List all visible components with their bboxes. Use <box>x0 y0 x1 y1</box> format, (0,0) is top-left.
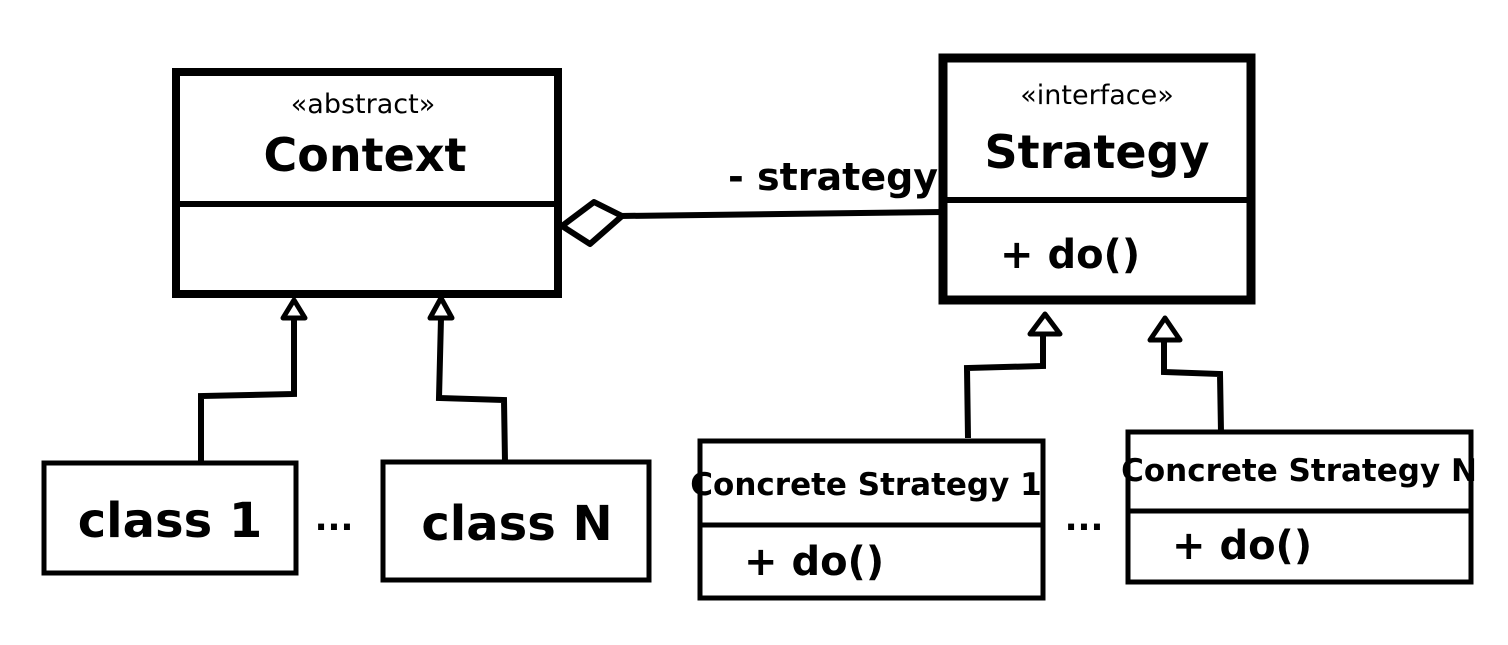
realization-line <box>963 336 1046 439</box>
class-n-name: class N <box>421 496 612 552</box>
concrete-strategy-n-method: + do() <box>1172 523 1312 569</box>
class-1-name: class 1 <box>78 493 263 549</box>
association-role-label: - strategy <box>728 155 938 199</box>
strategy-method: + do() <box>1000 232 1140 278</box>
context-subclasses-ellipsis: ... <box>315 499 354 539</box>
association-line <box>619 209 944 219</box>
concrete-strategy-1: Concrete Strategy 1 + do() <box>690 438 1046 601</box>
concrete-strategy-1-method: + do() <box>744 539 884 585</box>
context-name: Context <box>264 128 467 182</box>
context-class: «abstract» Context <box>172 68 562 298</box>
aggregation-association: - strategy <box>559 155 944 247</box>
realization-concrete-n-to-strategy <box>1147 315 1224 433</box>
concrete-strategies-ellipsis: ... <box>1065 499 1104 539</box>
concrete-strategy-1-box <box>697 438 1046 601</box>
strategy-stereotype: «interface» <box>1020 80 1173 111</box>
concrete-strategy-n: Concrete Strategy N + do() <box>1121 429 1477 585</box>
generalization-class-1-to-context <box>198 297 308 463</box>
class-1-box <box>41 460 299 576</box>
strategy-name: Strategy <box>985 125 1210 179</box>
concrete-strategy-n-name: Concrete Strategy N <box>1121 453 1477 489</box>
inheritance-arrowhead <box>427 295 455 321</box>
generalization-line <box>435 317 508 463</box>
strategy-interface: «interface» Strategy + do() <box>938 53 1256 305</box>
context-subclass-1: class 1 <box>41 460 299 576</box>
realization-concrete-1-to-strategy <box>963 311 1063 439</box>
realization-line <box>1161 342 1224 433</box>
concrete-strategy-n-box <box>1125 429 1474 585</box>
strategy-box <box>938 53 1256 305</box>
inheritance-arrowhead <box>1027 311 1063 337</box>
context-box <box>172 68 562 298</box>
class-n-box <box>380 459 652 583</box>
aggregation-diamond <box>559 199 625 247</box>
context-subclass-n: class N <box>380 459 652 583</box>
inheritance-arrowhead <box>1147 315 1183 343</box>
context-stereotype: «abstract» <box>291 89 435 120</box>
generalization-class-n-to-context <box>427 295 508 463</box>
concrete-strategy-1-name: Concrete Strategy 1 <box>690 467 1041 503</box>
generalization-line <box>198 318 297 463</box>
inheritance-arrowhead <box>280 297 308 321</box>
